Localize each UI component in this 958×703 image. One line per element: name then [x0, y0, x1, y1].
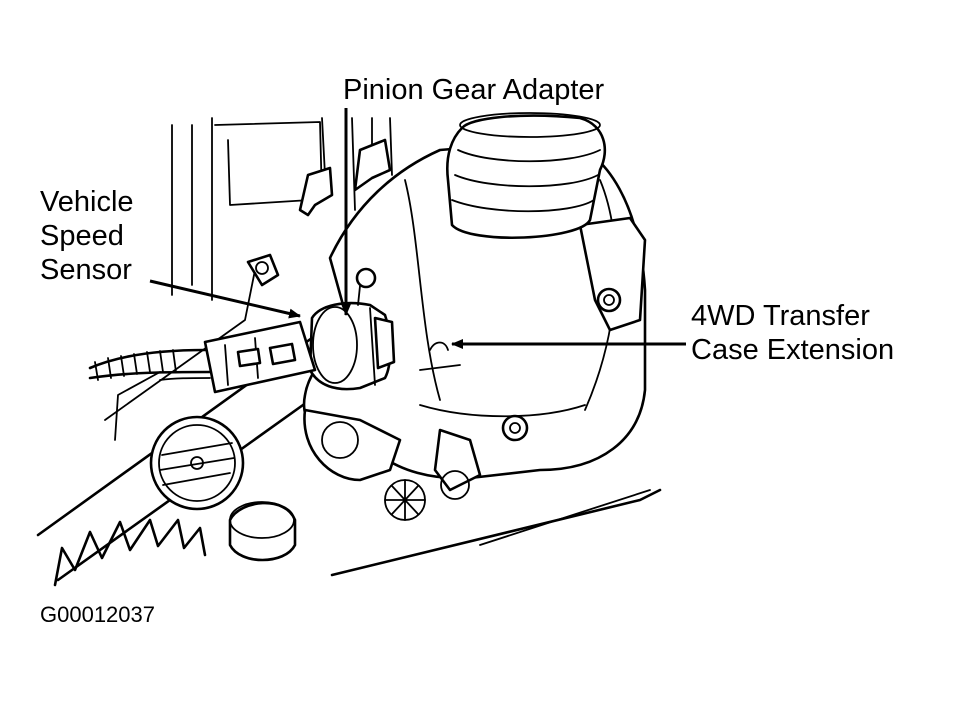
gear-details: [53, 415, 470, 587]
transfer-case-extension-label-line1: 4WD Transfer: [691, 300, 870, 332]
vehicle-speed-sensor-leader: [149, 279, 301, 319]
pinion-gear-adapter: [308, 267, 396, 391]
vehicle-speed-sensor-label-line3: Sensor: [40, 254, 132, 286]
pinion-gear-adapter-label: Pinion Gear Adapter: [343, 74, 605, 106]
speed-sensor-connector: [88, 320, 317, 394]
figure-code: G00012037: [40, 602, 155, 627]
transfer-case-extension-label-line2: Case Extension: [691, 334, 894, 366]
output-shaft-boot: [446, 112, 607, 239]
vehicle-speed-sensor-label-line2: Speed: [40, 220, 124, 252]
callout-lines: [149, 108, 686, 349]
vehicle-speed-sensor-label-line1: Vehicle: [40, 186, 134, 218]
mounting-bracket: [246, 138, 392, 287]
